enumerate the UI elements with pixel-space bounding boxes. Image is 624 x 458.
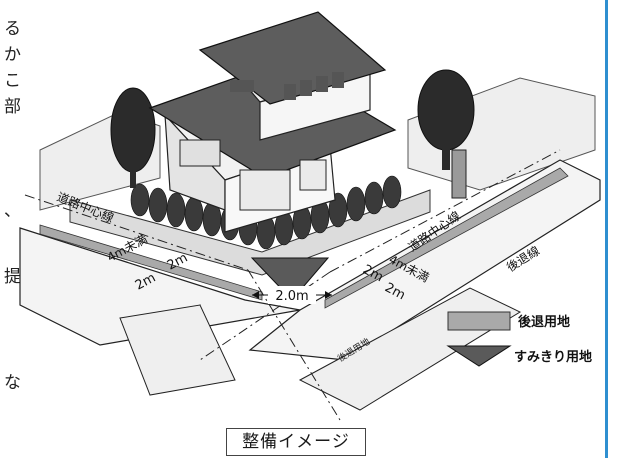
left-fragment-6: 提 [4,267,21,287]
house [148,11,397,233]
right-tree [417,69,475,170]
legend-corner-label: すみきり用地 [514,349,592,365]
legend-setback-swatch [447,311,511,331]
centerline-right-dash [329,149,561,273]
caption-box: 整備イメージ [226,428,366,456]
setback-strip-left [39,224,263,301]
lot-base [69,189,431,276]
setback-strip-right [324,167,569,309]
legend-corner-swatch [446,345,512,367]
left-tree [110,87,156,188]
width-arrow-left [252,291,259,299]
corner-cut-triangle [250,257,330,301]
lower-left-road-edge [119,304,236,396]
gate-post [451,149,467,199]
legend-setback-label: 後退用地 [518,314,570,330]
right-road-surface [248,159,601,361]
left-fragment-5: 、 [4,201,21,221]
left-fragment-2: か [4,45,21,65]
left-fragment-7: な [4,373,21,393]
legend: 後退用地 すみきり用地 [446,311,592,367]
hedge-row [130,175,402,250]
left-text-column: る か こ 部 、 提 な [0,0,30,458]
left-fragment-4: 部 [4,97,21,117]
width-label: 2.0m [275,289,308,304]
left-fragment-1: る [4,19,21,39]
left-fragment-3: こ [4,71,21,91]
width-arrow-right [325,291,332,299]
right-accent-rule [605,0,608,458]
width-label-bg [268,286,316,304]
